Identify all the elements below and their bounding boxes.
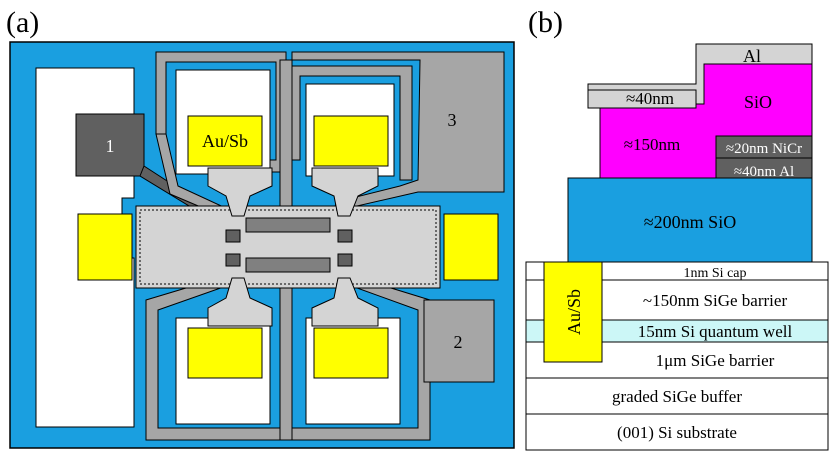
mesa-arm-top-right — [311, 167, 379, 217]
al-thickness-label: ≈40nm — [626, 89, 674, 108]
al-top-label: Al — [743, 46, 761, 66]
ohmic-contact-left — [77, 213, 133, 281]
au-sb-label: Au/Sb — [202, 131, 248, 151]
gate-stem-upper — [279, 59, 293, 221]
sio-lower-label: ≈200nm SiO — [644, 212, 736, 232]
gate-finger-upper — [245, 217, 331, 233]
al-gate-label: ≈40nm Al — [734, 164, 794, 180]
layer-label-sige-bottom: 1μm SiGe barrier — [656, 351, 775, 370]
panel-label-a: (a) — [6, 6, 39, 39]
gate-2-label: 2 — [454, 332, 463, 352]
device-top-view: Au/Sb 1 2 3 — [9, 41, 515, 449]
layer-label-si-cap: 1nm Si cap — [684, 266, 747, 281]
nicr-label: ≈20nm NiCr — [726, 141, 802, 157]
mesa-arm-top-left — [207, 167, 273, 217]
layer-label-quantum-well: 15nm Si quantum well — [638, 322, 793, 341]
gate-2-electrode — [423, 299, 495, 383]
ohmic-contact-right — [443, 213, 499, 281]
layer-label-sige-top: ~150nm SiGe barrier — [643, 291, 788, 310]
ohmic-contact-bottom-right — [313, 327, 389, 379]
sio-upper-thickness-label: ≈150nm — [624, 135, 681, 154]
layer-label-buffer: graded SiGe buffer — [612, 387, 742, 406]
mesa-arm-bottom-left — [207, 277, 273, 327]
gate-tip-left-upper — [225, 229, 241, 243]
mesa-arm-bottom-right — [311, 277, 379, 327]
gate-1-electrode — [75, 113, 145, 177]
gate-tip-left-lower — [225, 253, 241, 267]
ohmic-contact-top-right — [313, 115, 389, 167]
gate-finger-lower — [245, 257, 331, 273]
gate-frame-top-right — [289, 65, 413, 181]
panel-label-b: (b) — [528, 6, 563, 39]
sio-upper-label: SiO — [744, 92, 772, 112]
mesa-dotted-outline — [139, 209, 437, 285]
gate-tip-right-lower — [337, 253, 353, 267]
gate-1-label: 1 — [106, 136, 115, 156]
layer-graded-buffer — [525, 377, 829, 415]
layer-si-substrate — [525, 413, 829, 451]
ohmic-contact-top-left — [187, 115, 263, 167]
al-thin-strip — [587, 89, 697, 109]
gate-tip-right-upper — [337, 229, 353, 243]
gate-3-label: 3 — [448, 110, 457, 130]
layer-stack-cross-section: Al SiO ≈40nm ≈150nm ≈20nm NiCr ≈40nm Al … — [525, 43, 829, 451]
layer-label-substrate: (001) Si substrate — [617, 423, 737, 442]
au-sb-contact-cross-section — [543, 261, 603, 363]
ohmic-contact-bottom-left — [187, 327, 263, 379]
gate-stem-lower — [279, 273, 293, 441]
au-sb-cross-section-label: Au/Sb — [564, 289, 584, 335]
